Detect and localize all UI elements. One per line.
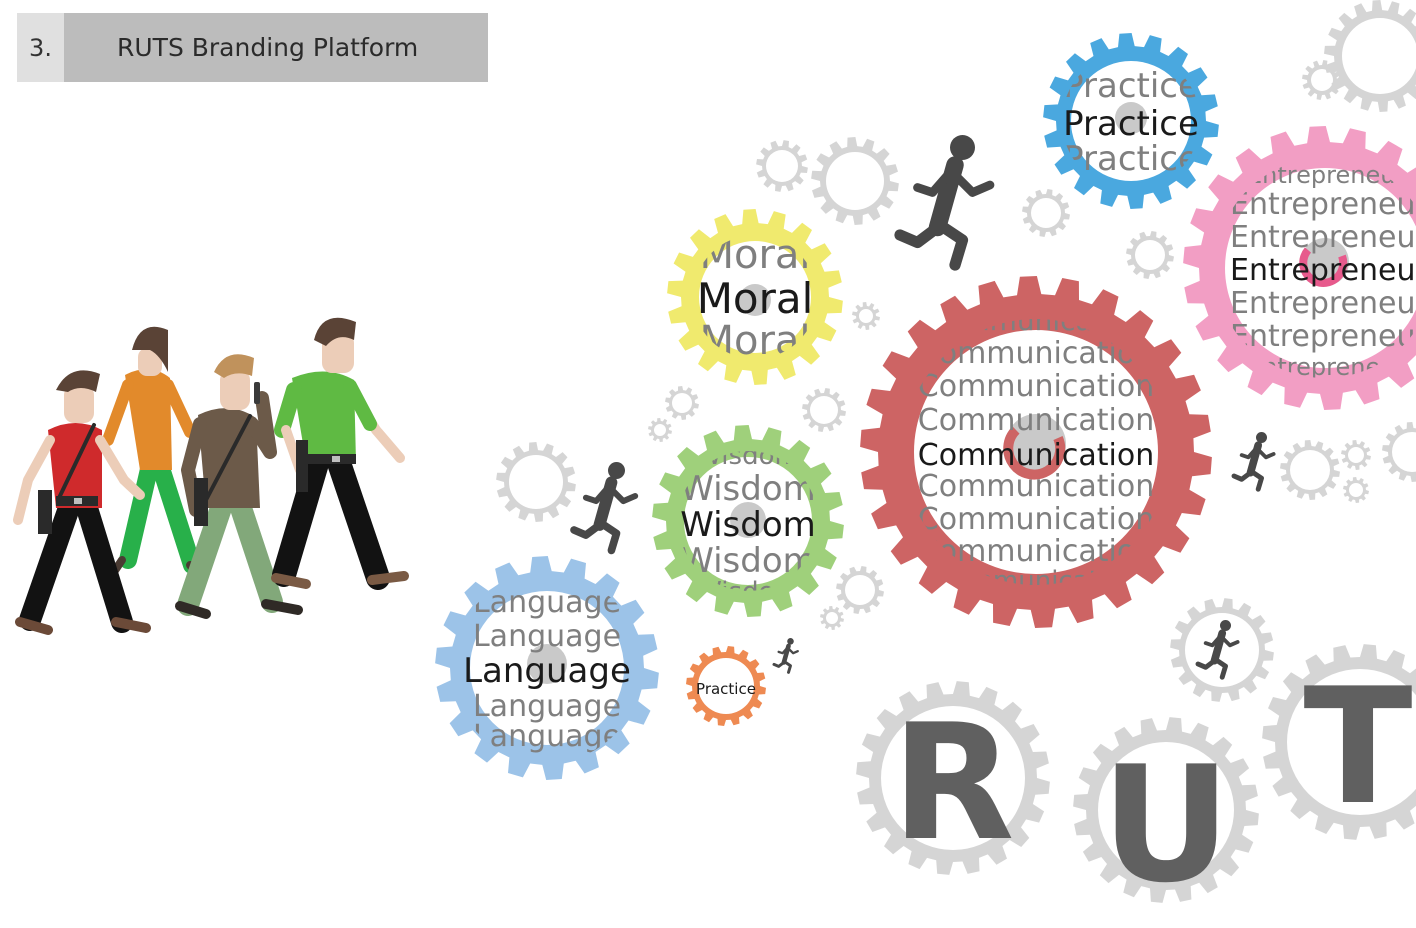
- gray-gear-wisdom-right-small: [820, 606, 844, 630]
- entrepreneur-word-5: Entrepreneu: [1230, 286, 1416, 321]
- gray-gear-mid-top: [811, 137, 899, 225]
- communication-word-4: Communication: [918, 403, 1154, 438]
- gray-gear-right-mid-a: [1280, 440, 1340, 500]
- gray-gear-small-top: [1302, 60, 1342, 100]
- letter-r: R: [891, 689, 1014, 876]
- entrepreneur-word-main: Entrepreneu: [1230, 253, 1416, 288]
- gray-gear-runner-mid: [1022, 189, 1070, 237]
- slide-header: 3. RUTS Branding Platform: [17, 13, 488, 82]
- gray-gear-wisdom-right: [836, 566, 884, 614]
- person-green-shirt: [271, 317, 409, 590]
- entrepreneur-hub-accent: [1299, 247, 1348, 287]
- person-red-shirt: [13, 370, 151, 635]
- walking-people-group: [13, 317, 409, 635]
- practice-top-gear: [1043, 33, 1219, 209]
- gray-gear-wisdom-top-a: [665, 386, 699, 420]
- running-figure-bottom-gear: [1195, 620, 1240, 680]
- gray-gear-right-mid-b: [1341, 440, 1371, 470]
- gray-gear-t: [1262, 644, 1416, 840]
- practice-small-word: Practice: [696, 680, 756, 698]
- communication-hub: [1006, 414, 1066, 474]
- wisdom-word-1: Wisdom: [696, 441, 800, 471]
- practice-small-gear: [686, 646, 766, 726]
- background-gears: [496, 0, 1416, 903]
- language-hub: [527, 644, 567, 684]
- running-figure-right: [1231, 432, 1276, 492]
- entrepreneur-word-6: Entrepreneu: [1230, 319, 1416, 354]
- moral-hub: [739, 284, 771, 316]
- practice-top-word-3: Practice: [1063, 139, 1199, 179]
- letter-u: U: [1101, 731, 1231, 918]
- person-brown-jacket: [175, 354, 303, 619]
- gray-gear-moral-left: [756, 140, 808, 192]
- running-figure-large: [894, 135, 995, 271]
- wisdom-gear: [652, 425, 844, 617]
- running-figure-small-practice: [772, 638, 799, 674]
- gray-gear-right-mid-c: [1343, 477, 1369, 503]
- person-orange-woman: [102, 326, 204, 582]
- communication-gear: [860, 276, 1212, 628]
- practice-top-hub: [1115, 102, 1147, 134]
- wisdom-hub: [730, 502, 766, 538]
- section-title: RUTS Branding Platform: [117, 33, 419, 62]
- gray-gear-top-right: [1324, 0, 1416, 112]
- language-gear: [435, 556, 659, 780]
- moral-word-main: Moral: [697, 274, 814, 323]
- gray-gear-language-top: [496, 442, 576, 522]
- entrepreneur-word-2: Entrepreneu: [1230, 187, 1416, 222]
- section-number: 3.: [17, 13, 64, 82]
- letter-t: T: [1303, 653, 1412, 840]
- gray-gear-comm-top: [1126, 231, 1174, 279]
- gray-gear-wisdom-top-b: [802, 388, 846, 432]
- practice-top-word-1: Practice: [1063, 66, 1199, 106]
- language-word-1: Language: [473, 585, 621, 620]
- language-word-4: Language: [473, 689, 621, 724]
- communication-word-7: Communication: [918, 502, 1154, 537]
- communication-hub-accent: [1003, 426, 1066, 480]
- language-word-2: Language: [473, 619, 621, 654]
- gray-gear-right-edge: [1382, 422, 1416, 482]
- entrepreneur-word-3: Entrepreneu: [1230, 220, 1416, 255]
- communication-word-3: Communication: [918, 369, 1154, 404]
- language-word-main: Language: [463, 651, 631, 691]
- entrepreneur-gear: [1183, 126, 1416, 410]
- gray-gear-runner-bottom: [1170, 598, 1274, 702]
- language-word-5: Language: [473, 719, 621, 754]
- wisdom-word-2: Wisdom: [680, 469, 816, 509]
- moral-gear: [667, 209, 843, 385]
- wisdom-word-main: Wisdom: [680, 505, 816, 545]
- communication-word-main: Communication: [918, 438, 1154, 473]
- wisdom-word-4: Wisdom: [680, 541, 816, 581]
- gray-gear-moral-right: [852, 302, 880, 330]
- gray-gear-wisdom-left: [648, 418, 672, 442]
- running-figure-language: [570, 462, 639, 555]
- practice-top-word-main: Practice: [1063, 104, 1199, 144]
- communication-word-6: Communication: [918, 469, 1154, 504]
